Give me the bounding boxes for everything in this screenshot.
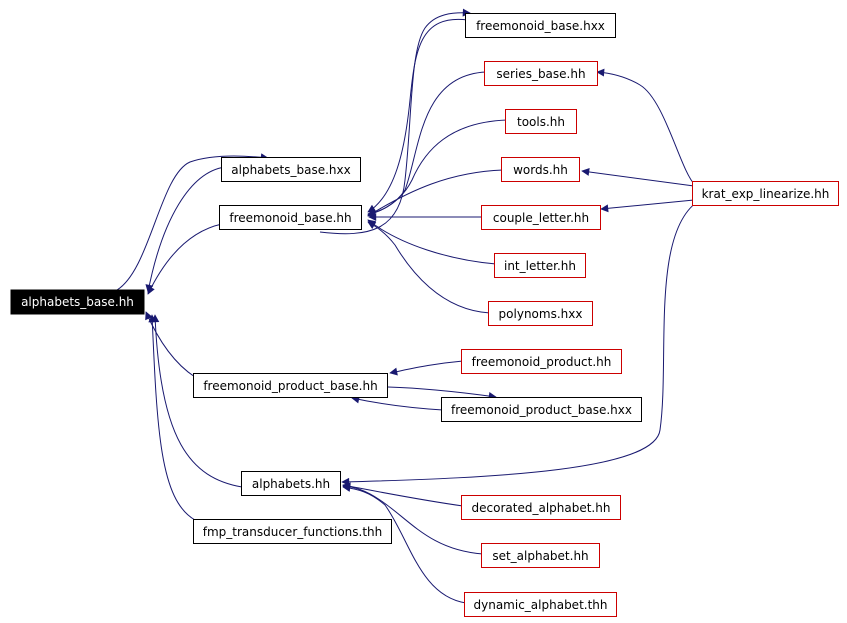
node-tools-hh[interactable]: tools.hh: [505, 109, 577, 134]
edge-dynamic-to-alphabets: [342, 483, 467, 604]
node-label: freemonoid_product.hh: [472, 355, 612, 369]
edge-set-to-alphabets: [342, 482, 484, 555]
node-label: alphabets_base.hh: [21, 295, 134, 309]
edge-krat-to-words: [581, 167, 695, 187]
node-label: krat_exp_linearize.hh: [702, 187, 830, 201]
edge-alphabets-base-to-alphabets-base-hxx: [116, 153, 269, 291]
node-label: freemonoid_base.hxx: [476, 19, 605, 33]
node-label: freemonoid_product_base.hxx: [451, 403, 632, 417]
edge-words-to-freemonoid-base: [367, 169, 504, 217]
node-label: words.hh: [513, 163, 568, 177]
node-couple-letter-hh[interactable]: couple_letter.hh: [481, 205, 601, 230]
nodes: alphabets_base.hh alphabets_base.hxx fre…: [10, 13, 839, 617]
node-freemonoid-base-hxx[interactable]: freemonoid_base.hxx: [465, 13, 616, 38]
node-label: alphabets.hh: [252, 477, 330, 491]
node-alphabets-hh[interactable]: alphabets.hh: [241, 471, 341, 496]
node-label: tools.hh: [517, 115, 565, 129]
node-label: freemonoid_base.hh: [229, 211, 351, 225]
node-label: freemonoid_product_base.hh: [203, 379, 377, 393]
node-freemonoid-product-base-hh[interactable]: freemonoid_product_base.hh: [193, 373, 388, 398]
node-label: alphabets_base.hxx: [231, 163, 350, 177]
node-freemonoid-product-hh[interactable]: freemonoid_product.hh: [461, 349, 622, 374]
node-krat-exp-linearize-hh[interactable]: krat_exp_linearize.hh: [692, 181, 839, 206]
node-alphabets-base-hh[interactable]: alphabets_base.hh: [10, 289, 145, 315]
node-label: series_base.hh: [496, 67, 585, 81]
edge-fm-product-to-fm-product-base: [389, 360, 464, 376]
edge-fmp-transducer-to-alphabets-base: [148, 314, 196, 521]
node-label: dynamic_alphabet.thh: [474, 598, 608, 612]
node-decorated-alphabet-hh[interactable]: decorated_alphabet.hh: [461, 495, 621, 520]
node-label: set_alphabet.hh: [492, 549, 588, 563]
node-int-letter-hh[interactable]: int_letter.hh: [494, 253, 586, 278]
edge-krat-to-couple-letter: [600, 199, 695, 213]
edge-alphabets-base-hxx-to-alphabets-base: [145, 166, 226, 293]
edge-tools-to-freemonoid-base: [367, 119, 508, 217]
node-label: polynoms.hxx: [499, 307, 583, 321]
edge-fm-product-base-to-fm-product-base-hxx: [387, 386, 497, 400]
node-label: fmp_transducer_functions.thh: [203, 525, 383, 539]
node-alphabets-base-hxx[interactable]: alphabets_base.hxx: [221, 157, 361, 182]
node-freemonoid-product-base-hxx[interactable]: freemonoid_product_base.hxx: [441, 397, 642, 422]
node-set-alphabet-hh[interactable]: set_alphabet.hh: [481, 543, 600, 568]
edge-polynoms-to-freemonoid-base: [367, 221, 491, 314]
node-dynamic-alphabet-thh[interactable]: dynamic_alphabet.thh: [464, 592, 617, 617]
edges: [116, 8, 701, 604]
node-series-base-hh[interactable]: series_base.hh: [484, 61, 598, 86]
edge-decorated-to-alphabets: [342, 482, 464, 507]
node-freemonoid-base-hh[interactable]: freemonoid_base.hh: [219, 205, 362, 230]
edge-krat-to-alphabets: [341, 199, 701, 486]
node-fmp-transducer-functions-thh[interactable]: fmp_transducer_functions.thh: [193, 519, 392, 544]
node-polynoms-hxx[interactable]: polynoms.hxx: [488, 301, 593, 326]
edge-freemonoid-base-hxx-to-freemonoid-base: [367, 18, 469, 213]
node-words-hh[interactable]: words.hh: [501, 157, 580, 182]
edge-alphabets-to-alphabets-base: [151, 314, 243, 488]
edge-int-letter-to-freemonoid-base: [367, 219, 497, 265]
node-label: couple_letter.hh: [493, 211, 589, 225]
edge-fm-product-base-hxx-to-fm-product-base: [351, 395, 444, 411]
node-label: int_letter.hh: [504, 259, 576, 273]
edge-freemonoid-base-to-alphabets-base: [147, 223, 223, 295]
edge-krat-to-series-base: [596, 68, 696, 186]
node-label: decorated_alphabet.hh: [472, 501, 611, 515]
